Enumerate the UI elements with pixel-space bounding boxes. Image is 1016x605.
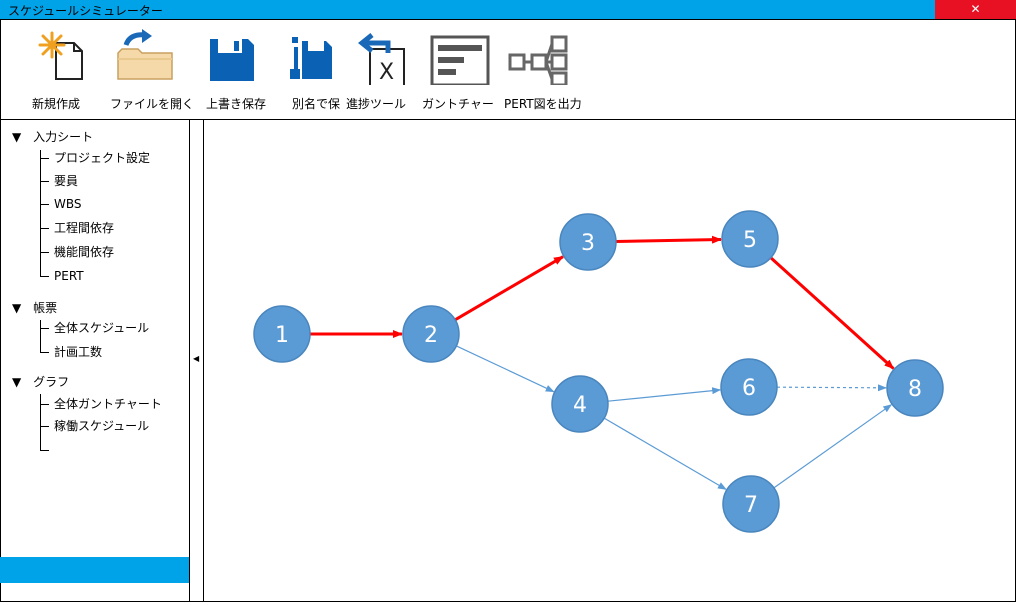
save-icon (210, 39, 254, 81)
node-circle[interactable] (551, 375, 609, 433)
node-circle[interactable] (720, 358, 778, 416)
node-circle[interactable] (253, 305, 311, 363)
tree-line (40, 320, 41, 352)
tree-line (40, 150, 41, 276)
panel-splitter[interactable]: ◀ (190, 120, 204, 601)
save-as-icon (290, 37, 332, 79)
tree-line (40, 394, 41, 450)
tree-group-label: 帳票 (33, 301, 58, 315)
edge-6-8 (776, 384, 888, 392)
edge-4-6 (607, 387, 722, 402)
edge-2-3 (454, 255, 564, 322)
node-label: 4 (573, 393, 587, 418)
node-4[interactable]: 4 (551, 375, 609, 433)
node-label: 1 (275, 323, 289, 348)
edge-7-8 (773, 404, 893, 489)
expand-triangle-icon[interactable]: ▼ (12, 375, 22, 389)
node-label: 3 (581, 231, 595, 256)
open-button-label: ファイルを開く (110, 97, 195, 111)
gantt-button-label: ガントチャー (422, 97, 494, 111)
node-label: 2 (424, 323, 438, 348)
edge-2-4 (456, 345, 555, 393)
svg-text:X: X (379, 60, 394, 85)
node-1[interactable]: 1 (253, 305, 311, 363)
tree-group-input-sheet[interactable]: ▼ 入力シート (12, 126, 93, 148)
pert-diagram: 1 2 3 4 5 6 7 8 (253, 210, 944, 533)
node-circle[interactable] (402, 305, 460, 363)
edge-5-8 (769, 256, 895, 370)
new-button[interactable]: 新規作成 (30, 19, 100, 119)
progress-tool-button[interactable]: X 進捗ツール (346, 19, 418, 119)
new-file-icon (38, 31, 83, 80)
gantt-button[interactable]: ガントチャー (422, 19, 502, 119)
node-label: 7 (744, 493, 758, 518)
node-label: 6 (742, 376, 756, 401)
node-3[interactable]: 3 (559, 213, 617, 271)
open-button[interactable]: ファイルを開く (108, 19, 204, 119)
pert-output-icon (508, 35, 568, 85)
collapse-arrow-icon[interactable]: ◀ (193, 354, 200, 363)
node-6[interactable]: 6 (720, 358, 778, 416)
tree-group-reports[interactable]: ▼ 帳票 (12, 297, 57, 319)
node-8[interactable]: 8 (886, 359, 944, 417)
save-as-button-label: 別名で保 (292, 97, 341, 111)
node-circle[interactable] (559, 213, 617, 271)
node-circle[interactable] (722, 475, 780, 533)
close-icon: ✕ (970, 2, 981, 16)
expand-triangle-icon[interactable]: ▼ (12, 130, 22, 144)
title-bar: スケジュールシミュレーター ✕ (0, 0, 1016, 19)
save-button[interactable]: 上書き保存 (206, 19, 282, 119)
node-2[interactable]: 2 (402, 305, 460, 363)
tree-group-label: 入力シート (33, 130, 94, 144)
new-button-label: 新規作成 (32, 97, 81, 111)
close-button[interactable]: ✕ (935, 0, 1016, 19)
window-title: スケジュールシミュレーター (8, 4, 163, 18)
node-label: 5 (743, 228, 757, 253)
open-folder-icon (117, 29, 173, 80)
tree-group-label: グラフ (33, 375, 70, 389)
export-excel-icon: X (357, 33, 405, 85)
node-circle[interactable] (721, 210, 779, 268)
selected-highlight (0, 557, 189, 583)
toolbar: 新規作成 ファイルを開く 上書き保存 別名で保 (0, 19, 1016, 120)
node-7[interactable]: 7 (722, 475, 780, 533)
node-label: 8 (908, 377, 922, 402)
expand-triangle-icon[interactable]: ▼ (12, 301, 22, 315)
edge-3-5 (615, 235, 723, 244)
node-5[interactable]: 5 (721, 210, 779, 268)
pert-output-button[interactable]: PERT図を出力 (504, 19, 608, 119)
save-button-label: 上書き保存 (206, 97, 267, 111)
edge-4-7 (603, 417, 727, 490)
navigation-tree: ▼ 入力シート プロジェクト設定 要員 WBS 工程間依存 機能間依存 PERT… (0, 120, 190, 601)
node-circle[interactable] (886, 359, 944, 417)
pert-output-label: PERT図を出力 (504, 97, 582, 111)
save-as-button[interactable]: 別名で保 (290, 19, 342, 119)
tree-group-graphs[interactable]: ▼ グラフ (12, 371, 69, 393)
progress-tool-label: 進捗ツール (346, 97, 407, 111)
gantt-chart-icon (430, 35, 490, 85)
pert-canvas: 1 2 3 4 5 6 7 8 (204, 120, 1015, 601)
